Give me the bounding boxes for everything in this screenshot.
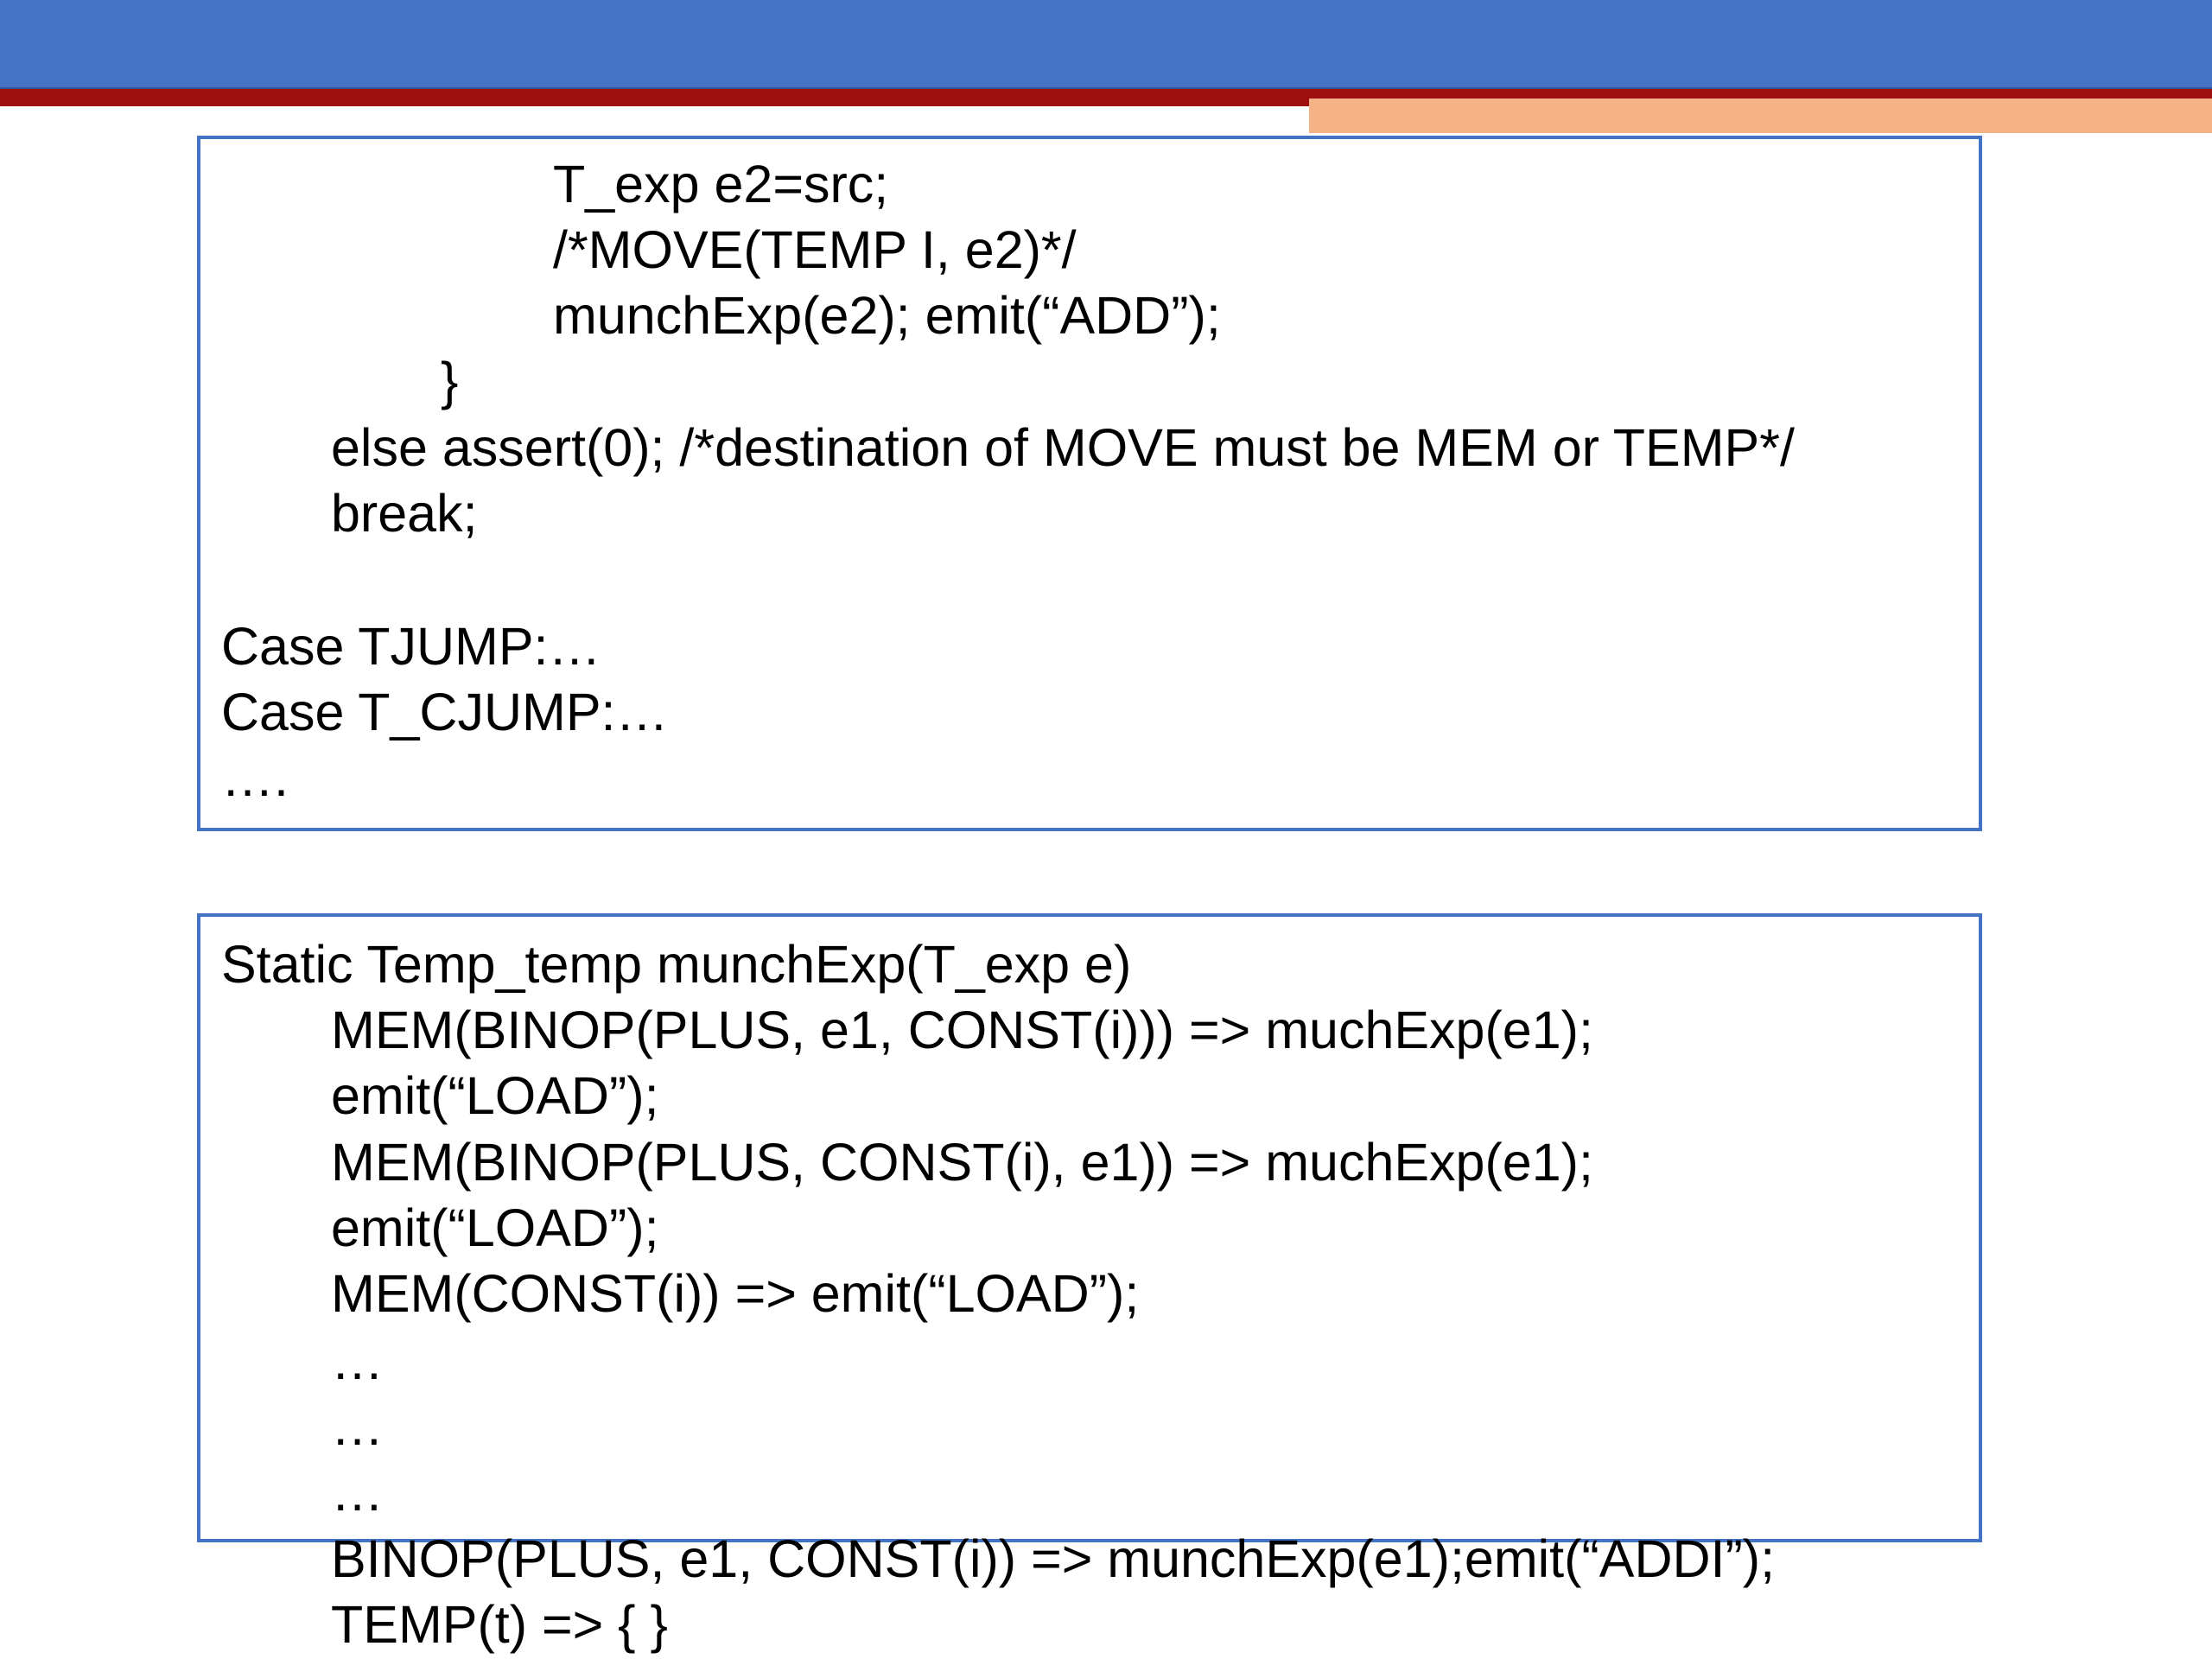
slide-header-bar: [0, 0, 2212, 89]
code-line: emit(“LOAD”);: [331, 1198, 659, 1257]
code-line: Static Temp_temp munchExp(T_exp e): [221, 935, 1132, 994]
code-line: Case TJUMP:…: [221, 617, 601, 676]
code-line: }: [441, 352, 459, 410]
code-line: BINOP(PLUS, e1, CONST(i)) => munchExp(e1…: [331, 1529, 1776, 1588]
code-line: TEMP(t) => { }: [331, 1595, 668, 1654]
code-line: ….: [221, 748, 289, 807]
code-box-bottom: [197, 913, 1982, 1542]
code-line: MEM(BINOP(PLUS, CONST(i), e1)) => muchEx…: [331, 1133, 1593, 1192]
code-line: …: [331, 1332, 384, 1390]
code-line: else assert(0); /*destination of MOVE mu…: [331, 418, 1795, 477]
code-line: T_exp e2=src;: [553, 155, 889, 213]
code-line: /*MOVE(TEMP I, e2)*/: [553, 220, 1077, 279]
header-peach-stripe: [1309, 99, 2212, 133]
code-line: munchExp(e2); emit(“ADD”);: [553, 286, 1221, 345]
code-line: Case T_CJUMP:…: [221, 683, 669, 741]
code-line: …: [331, 1397, 384, 1456]
code-line: break;: [331, 484, 478, 543]
code-line: …: [331, 1463, 384, 1522]
code-box-top: [197, 136, 1982, 831]
code-line: MEM(CONST(i)) => emit(“LOAD”);: [331, 1264, 1140, 1323]
code-line: emit(“LOAD”);: [331, 1066, 659, 1125]
code-line: MEM(BINOP(PLUS, e1, CONST(i))) => muchEx…: [331, 1001, 1593, 1059]
